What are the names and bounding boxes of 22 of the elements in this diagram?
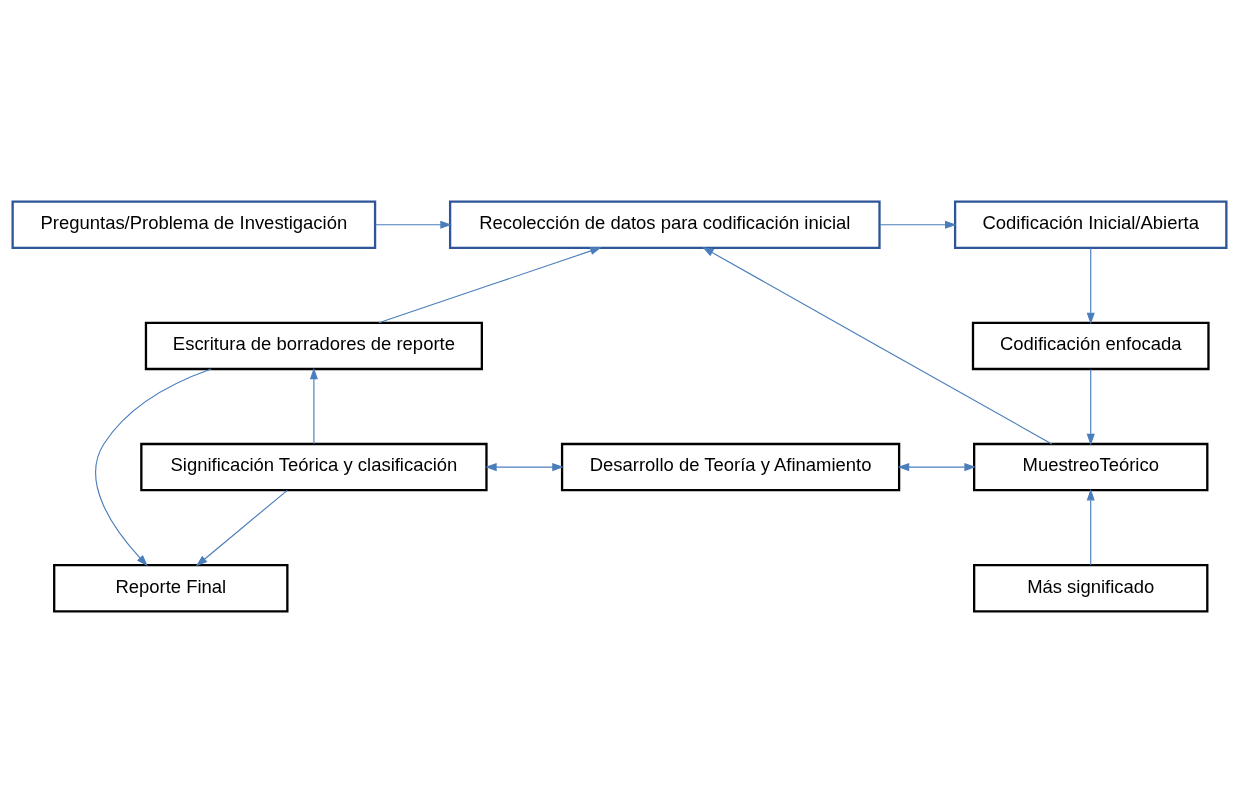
arrow (1086, 488, 1095, 565)
arrow (897, 462, 976, 471)
node-box: Preguntas/Problema de Investigación (11, 199, 377, 249)
arrow (702, 246, 1053, 445)
arrow (378, 246, 602, 323)
node-box: Significación Teórica y clasificación (140, 442, 488, 491)
node-box: Escritura de borradores de reporte (144, 321, 483, 370)
arrow (95, 367, 212, 566)
arrow (1086, 247, 1095, 324)
node-box: Codificación enfocada (971, 321, 1210, 370)
node-box: MuestreoTeórico (973, 442, 1209, 491)
arrow (1086, 368, 1095, 445)
arrow (485, 462, 564, 471)
arrow (374, 220, 452, 229)
arrow (879, 220, 957, 229)
arrow (195, 489, 288, 566)
node-box: Codificación Inicial/Abierta (953, 199, 1228, 249)
node-box: Reporte Final (53, 563, 289, 613)
node-box: Más significado (973, 563, 1209, 613)
node-box: Desarrollo de Teoría y Afinamiento (560, 442, 901, 491)
node-box: Recolección de datos para codificación inicial (448, 199, 881, 249)
arrow (309, 367, 318, 444)
